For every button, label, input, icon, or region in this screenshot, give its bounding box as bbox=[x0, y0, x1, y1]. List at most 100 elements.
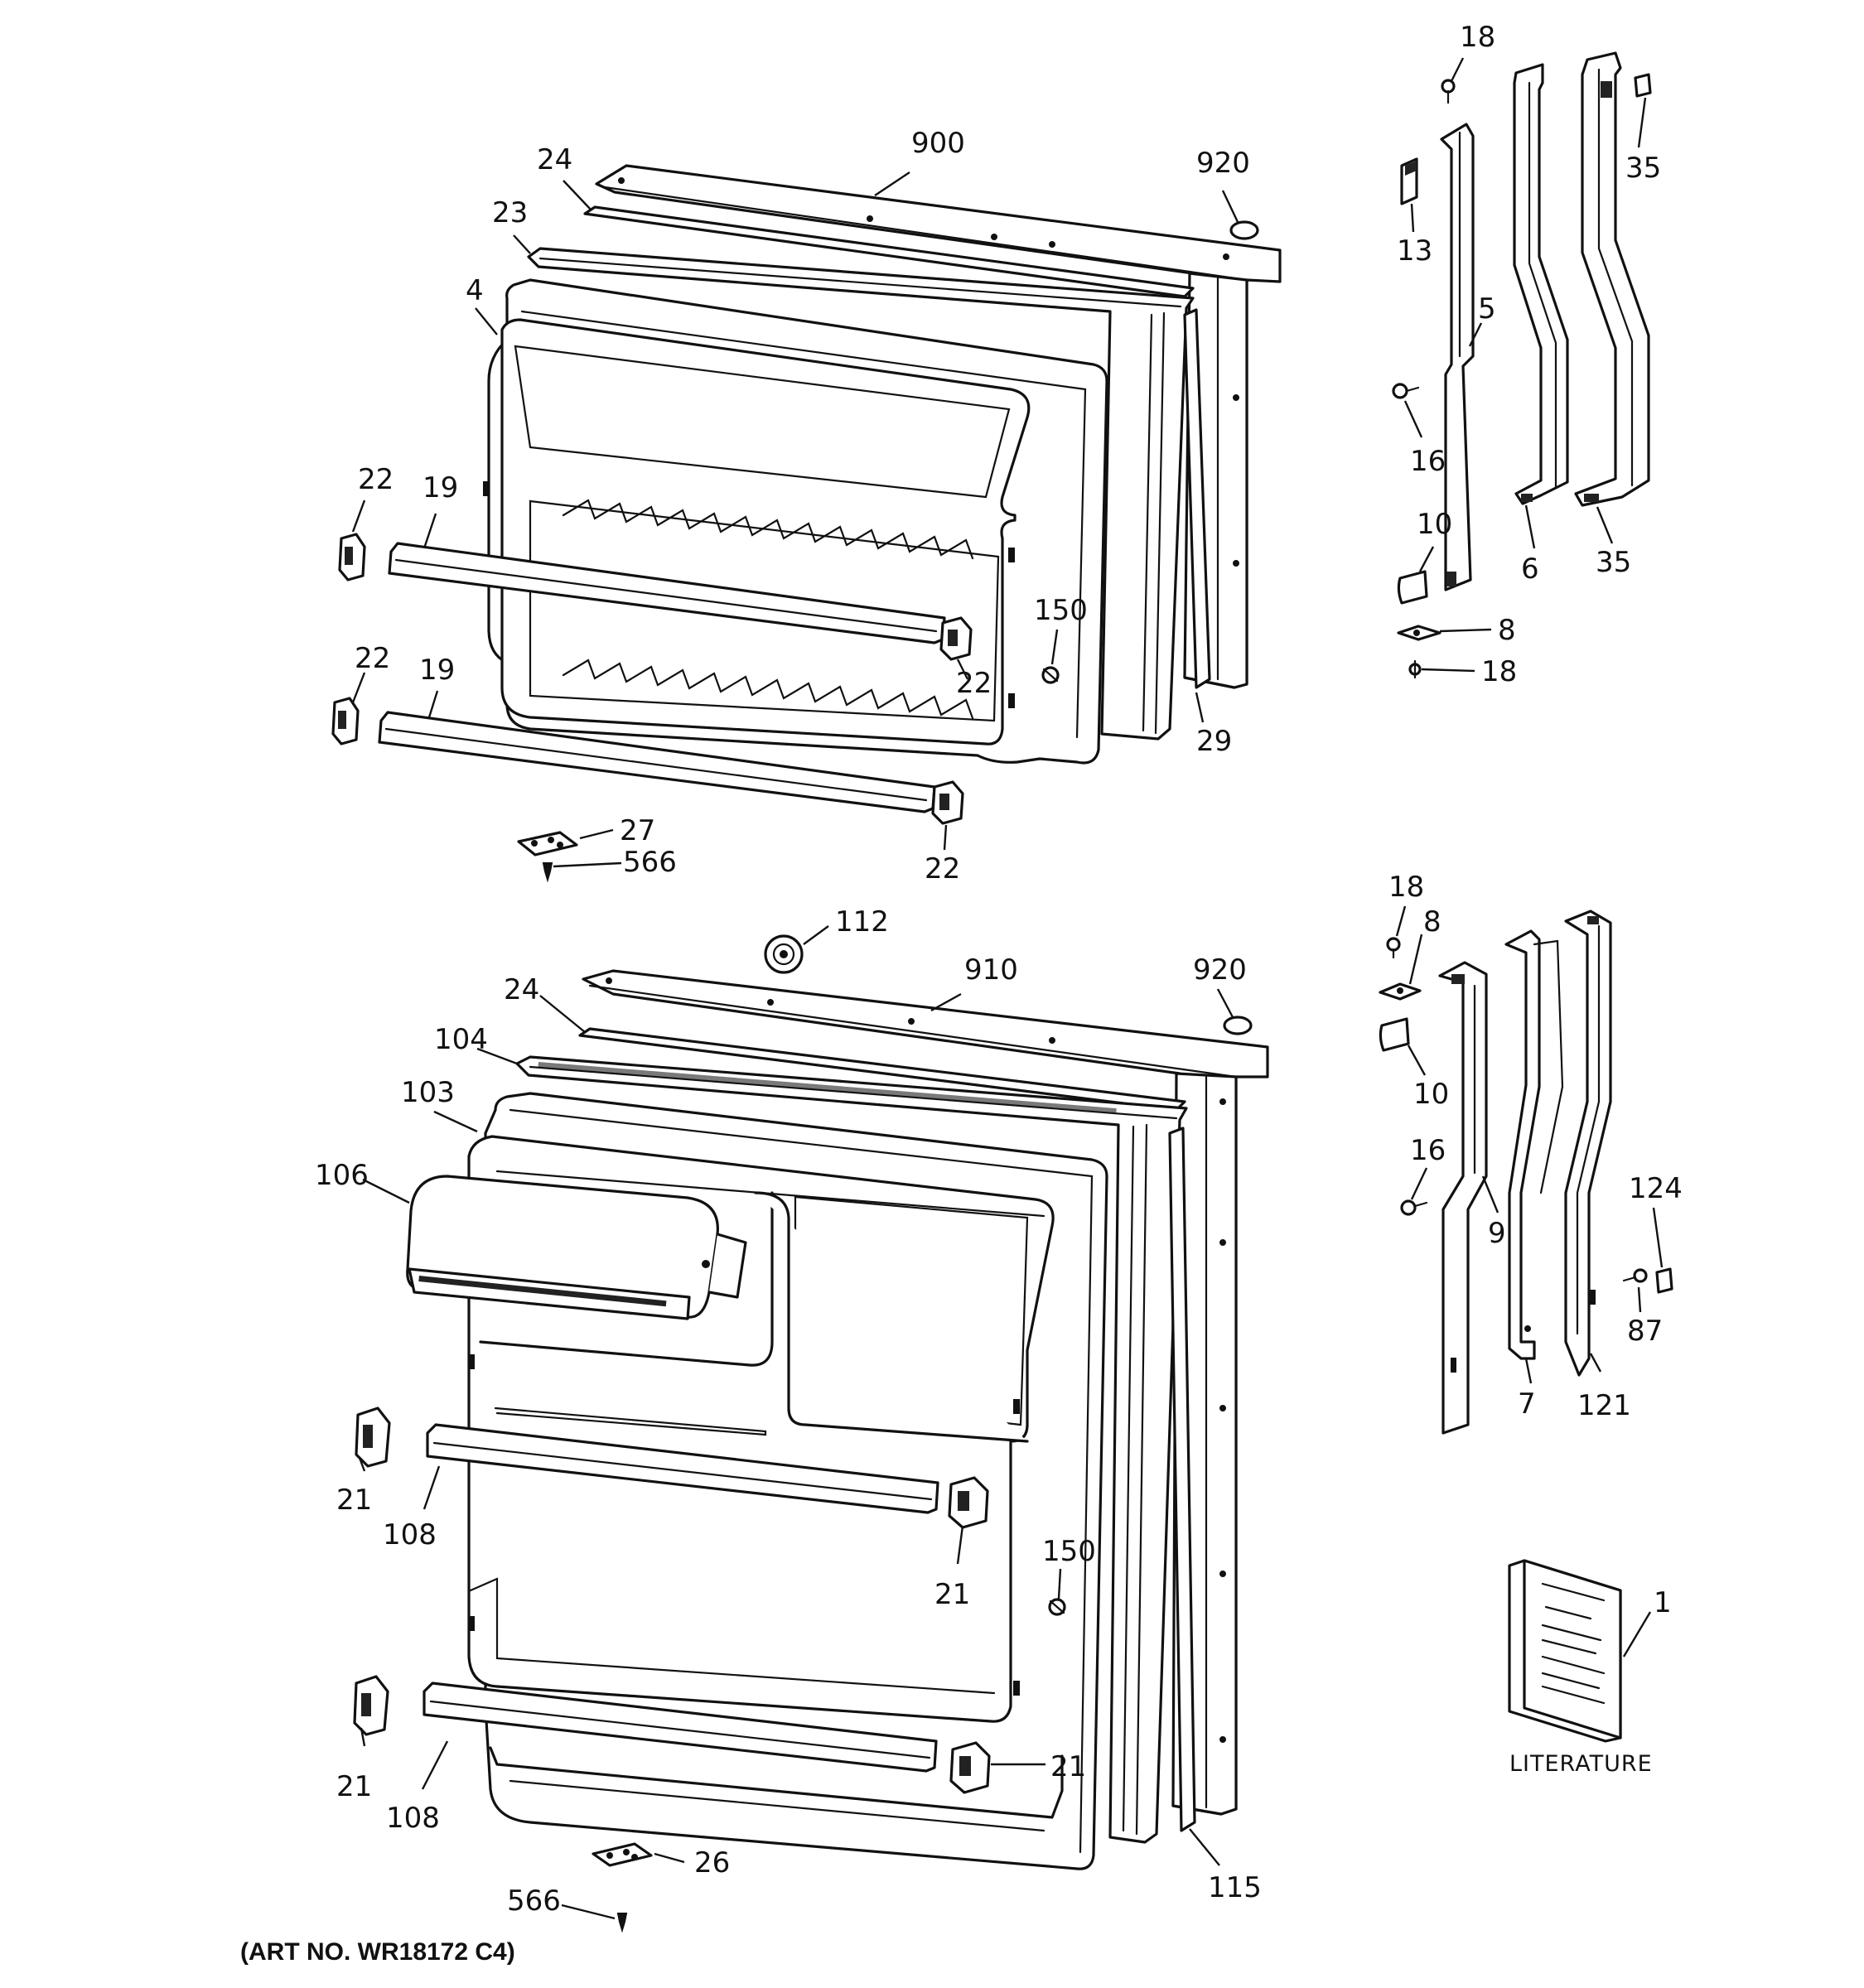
literature-label: LITERATURE bbox=[1509, 1751, 1653, 1777]
callout-fz-stop: 27 bbox=[620, 814, 655, 847]
fresh-food-plug bbox=[1223, 1016, 1253, 1035]
freezer-handle-mount bbox=[1397, 625, 1441, 641]
freezer-plug bbox=[1229, 220, 1259, 240]
callout-fz-hdl-end: 10 bbox=[1417, 508, 1452, 541]
callout-fz-plug: 920 bbox=[1196, 147, 1250, 180]
callout-ff-hdl-mount: 8 bbox=[1423, 905, 1441, 939]
fresh-food-stop-screw bbox=[616, 1913, 628, 1933]
literature-booklet bbox=[1508, 1559, 1622, 1743]
fresh-food-door-assembly bbox=[353, 934, 1269, 1933]
fresh-food-plug-top bbox=[764, 934, 804, 974]
freezer-handle-screw-top bbox=[1441, 79, 1456, 104]
callout-ff-trim-b: 121 bbox=[1577, 1389, 1631, 1422]
callout-fz-hdl-cap: 13 bbox=[1397, 234, 1432, 268]
fresh-food-handle-group bbox=[1379, 910, 1673, 1435]
callout-ff-seal: 115 bbox=[1208, 1871, 1262, 1904]
freezer-door-assembly bbox=[331, 164, 1282, 883]
callout-ff-hdl-end: 10 bbox=[1413, 1078, 1449, 1111]
freezer-shelf-ridges bbox=[562, 499, 974, 720]
callout-fz-hdl-screw-top: 18 bbox=[1460, 21, 1495, 54]
callout-fz-trim-b: 35 bbox=[1596, 546, 1631, 579]
callout-ff-cap-bl: 21 bbox=[336, 1770, 372, 1803]
callout-ff-hdl-screw: 16 bbox=[1410, 1134, 1446, 1167]
fresh-food-door-bar-top bbox=[426, 1423, 939, 1514]
callout-ff-liner: 103 bbox=[401, 1076, 455, 1109]
freezer-door-gasket bbox=[527, 247, 1195, 741]
freezer-handle-group bbox=[1392, 51, 1652, 679]
fresh-food-trim-clip bbox=[1655, 1267, 1673, 1294]
fresh-food-end-cap-top-left bbox=[355, 1407, 391, 1468]
callout-ff-bar-bottom: 108 bbox=[386, 1802, 440, 1835]
fresh-food-handle-mount bbox=[1379, 982, 1422, 1001]
callout-ff-handle: 9 bbox=[1488, 1217, 1506, 1250]
callout-fz-screw: 150 bbox=[1034, 594, 1088, 627]
fresh-food-end-cap-top-right bbox=[948, 1476, 989, 1529]
callout-fz-end-cap-tr: 22 bbox=[956, 667, 992, 700]
fresh-food-trim-handle-a bbox=[1504, 929, 1564, 1360]
callout-fz-hdl-screw: 16 bbox=[1410, 445, 1446, 478]
fresh-food-clip-screw bbox=[1622, 1268, 1648, 1283]
callout-ff-stop: 26 bbox=[694, 1846, 730, 1879]
callout-fz-stop-screw: 566 bbox=[623, 846, 677, 879]
freezer-door-stop bbox=[517, 831, 578, 856]
callout-labels: 900 920 24 23 4 22 19 22 19 22 22 150 29… bbox=[315, 21, 1683, 1918]
freezer-side-seal bbox=[1183, 308, 1211, 689]
callout-fz-trim: 24 bbox=[537, 143, 572, 176]
callout-fz-liner: 4 bbox=[466, 274, 484, 307]
callout-ff-dairy: 106 bbox=[315, 1159, 369, 1192]
callout-fz-bar-bottom: 19 bbox=[419, 654, 455, 687]
callout-ff-bar-top: 108 bbox=[383, 1518, 437, 1551]
leader-lines bbox=[351, 57, 1664, 1920]
callout-ff-plug-top: 112 bbox=[835, 905, 889, 939]
freezer-trim-handle-a bbox=[1513, 63, 1569, 505]
fresh-food-handle-end-cap bbox=[1379, 1017, 1410, 1052]
freezer-trim-handle-b bbox=[1574, 51, 1650, 507]
freezer-handle-end-cap bbox=[1397, 570, 1428, 605]
fresh-food-side-seal bbox=[1168, 1127, 1196, 1832]
callout-ff-clip: 124 bbox=[1629, 1172, 1683, 1205]
fresh-food-screw bbox=[1048, 1598, 1066, 1616]
freezer-end-cap-top-right bbox=[939, 616, 973, 661]
callout-fz-bar-top: 19 bbox=[423, 471, 458, 504]
freezer-handle-screw-bottom bbox=[1408, 659, 1422, 679]
fresh-food-door-gasket bbox=[515, 1055, 1188, 1844]
callout-fz-gasket: 23 bbox=[492, 196, 528, 229]
callout-literature: 1 bbox=[1654, 1586, 1672, 1619]
callout-ff-cap-tr: 21 bbox=[934, 1578, 970, 1611]
callout-fz-hdl-screw-bot: 18 bbox=[1481, 655, 1517, 688]
callout-ff-stop-screw: 566 bbox=[507, 1884, 561, 1918]
callout-fz-frame: 900 bbox=[911, 127, 965, 160]
fresh-food-handle-screw bbox=[1400, 1199, 1428, 1216]
callout-ff-screw: 150 bbox=[1042, 1535, 1096, 1568]
callout-ff-trim-a: 7 bbox=[1518, 1387, 1536, 1421]
fresh-food-door-stop bbox=[592, 1842, 653, 1867]
fresh-food-handle bbox=[1438, 961, 1488, 1435]
freezer-screw bbox=[1041, 666, 1060, 684]
callout-ff-cap-tl: 21 bbox=[336, 1484, 372, 1517]
callout-fz-hdl-mount: 8 bbox=[1498, 614, 1516, 647]
fresh-food-end-cap-bottom-right bbox=[949, 1741, 991, 1794]
callout-ff-frame: 910 bbox=[964, 953, 1018, 987]
fresh-food-door-bar-bottom bbox=[423, 1682, 938, 1773]
freezer-end-cap-bottom-right bbox=[931, 780, 964, 825]
callout-ff-clip-screw: 87 bbox=[1627, 1315, 1663, 1348]
freezer-trim-cap bbox=[1634, 73, 1652, 98]
callout-ff-hdl-screw-top: 18 bbox=[1388, 871, 1424, 904]
freezer-stop-screw bbox=[542, 862, 553, 883]
callout-ff-trim: 24 bbox=[504, 973, 539, 1006]
callout-fz-handle: 5 bbox=[1478, 292, 1496, 326]
freezer-end-cap-bottom-left bbox=[331, 697, 360, 746]
freezer-door-liner bbox=[483, 278, 1108, 765]
freezer-end-cap-top-left bbox=[338, 533, 366, 581]
art-number: (ART NO. WR18172 C4) bbox=[240, 1938, 515, 1966]
callout-fz-seal: 29 bbox=[1196, 725, 1232, 758]
freezer-handle-screw bbox=[1392, 383, 1420, 399]
callout-fz-trim-a: 6 bbox=[1521, 552, 1539, 586]
callout-ff-cap-br: 21 bbox=[1050, 1750, 1086, 1783]
dairy-compartment-door bbox=[406, 1175, 747, 1320]
fresh-food-trim-strip bbox=[578, 1027, 1186, 1112]
fresh-food-handle-screw-top bbox=[1386, 937, 1401, 959]
freezer-handle bbox=[1440, 123, 1475, 591]
callout-fz-trim-b-cap: 35 bbox=[1625, 152, 1661, 185]
